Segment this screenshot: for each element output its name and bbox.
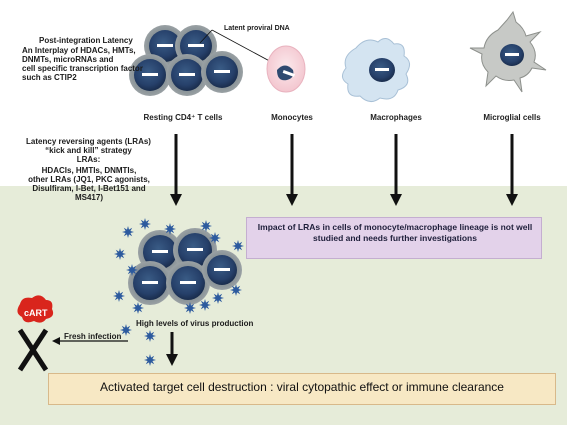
- virus-particle-icon: [230, 284, 242, 296]
- virus-particle-icon: [113, 290, 125, 302]
- macrophage-cell: [342, 38, 410, 102]
- virus-particle-icon: [199, 299, 211, 311]
- lra-arrows: [170, 134, 518, 206]
- virus-particle-icon: [200, 220, 212, 232]
- monocyte-cell: [266, 45, 306, 93]
- activated-tcells-cluster: [128, 228, 242, 305]
- blocked-x: [17, 328, 49, 372]
- microglial-cell: [469, 10, 547, 93]
- resting-tcells-cluster: [129, 25, 243, 96]
- lra-title-line: “kick and kill” strategy: [45, 146, 132, 155]
- virus-particle-icon: [164, 223, 176, 235]
- lra-line: MS417): [74, 193, 103, 202]
- latency-line: such as CTIP2: [22, 73, 77, 82]
- label-monocytes: Monocytes: [271, 113, 313, 122]
- label-macrophages: Macrophages: [370, 113, 422, 122]
- lra-line: Disulfiram, I-Bet, I-Bet151 and: [32, 184, 146, 193]
- latency-title: Post-integration Latency: [39, 36, 133, 45]
- lra-title-line: LRAs:: [76, 155, 101, 164]
- virus-particle-icon: [184, 302, 196, 314]
- cart-label: cART: [24, 308, 48, 318]
- virus-particle-icon: [212, 292, 224, 304]
- latency-line: cell specific transcription factor: [22, 64, 143, 73]
- virus-particle-icon: [139, 218, 151, 230]
- outcome-box: [48, 373, 556, 405]
- virus-particle-icon: [114, 248, 126, 260]
- latent-dna-label: Latent proviral DNA: [224, 25, 290, 32]
- virus-down-arrowhead: [166, 354, 178, 366]
- label-resting-tcells: Resting CD4⁺ T cells: [143, 113, 223, 122]
- lra-title-line: Latency reversing agents (LRAs): [26, 137, 151, 146]
- virus-particle-icon: [122, 226, 134, 238]
- latency-description: An Interplay of HDACs, HMTs, DNMTs, micr…: [22, 46, 157, 82]
- virus-particle-icon: [120, 324, 132, 336]
- virus-particle-icon: [132, 302, 144, 314]
- virus-particle-icon: [126, 264, 138, 276]
- latent-dna-pointer: [199, 29, 213, 44]
- lra-list: HDACIs, HMTIs, DNMTIs, other LRAs (JQ1, …: [14, 166, 164, 202]
- outcome-text: Activated target cell destruction : vira…: [100, 380, 504, 394]
- lra-line: other LRAs (JQ1, PKC agonists,: [28, 175, 150, 184]
- lra-title: Latency reversing agents (LRAs) “kick an…: [16, 137, 161, 164]
- impact-text: Impact of LRAs in cells of monocyte/macr…: [257, 222, 533, 243]
- virus-production-label: High levels of virus production: [136, 319, 254, 328]
- virus-particle-icon: [209, 232, 221, 244]
- impact-box: [246, 217, 542, 259]
- lra-line: HDACIs, HMTIs, DNMTIs,: [41, 166, 137, 175]
- virus-particle-icon: [144, 354, 156, 366]
- latency-line: An Interplay of HDACs, HMTs,: [22, 46, 136, 55]
- virus-particle-icon: [144, 330, 156, 342]
- label-microglial: Microglial cells: [483, 113, 541, 122]
- fresh-infection-arrowhead: [52, 337, 60, 345]
- latency-line: DNMTs, microRNAs and: [22, 55, 114, 64]
- virus-particles: [113, 218, 244, 366]
- virus-particle-icon: [232, 240, 244, 252]
- cart-badge: [17, 295, 54, 323]
- fresh-infection-label: Fresh infection: [64, 332, 122, 341]
